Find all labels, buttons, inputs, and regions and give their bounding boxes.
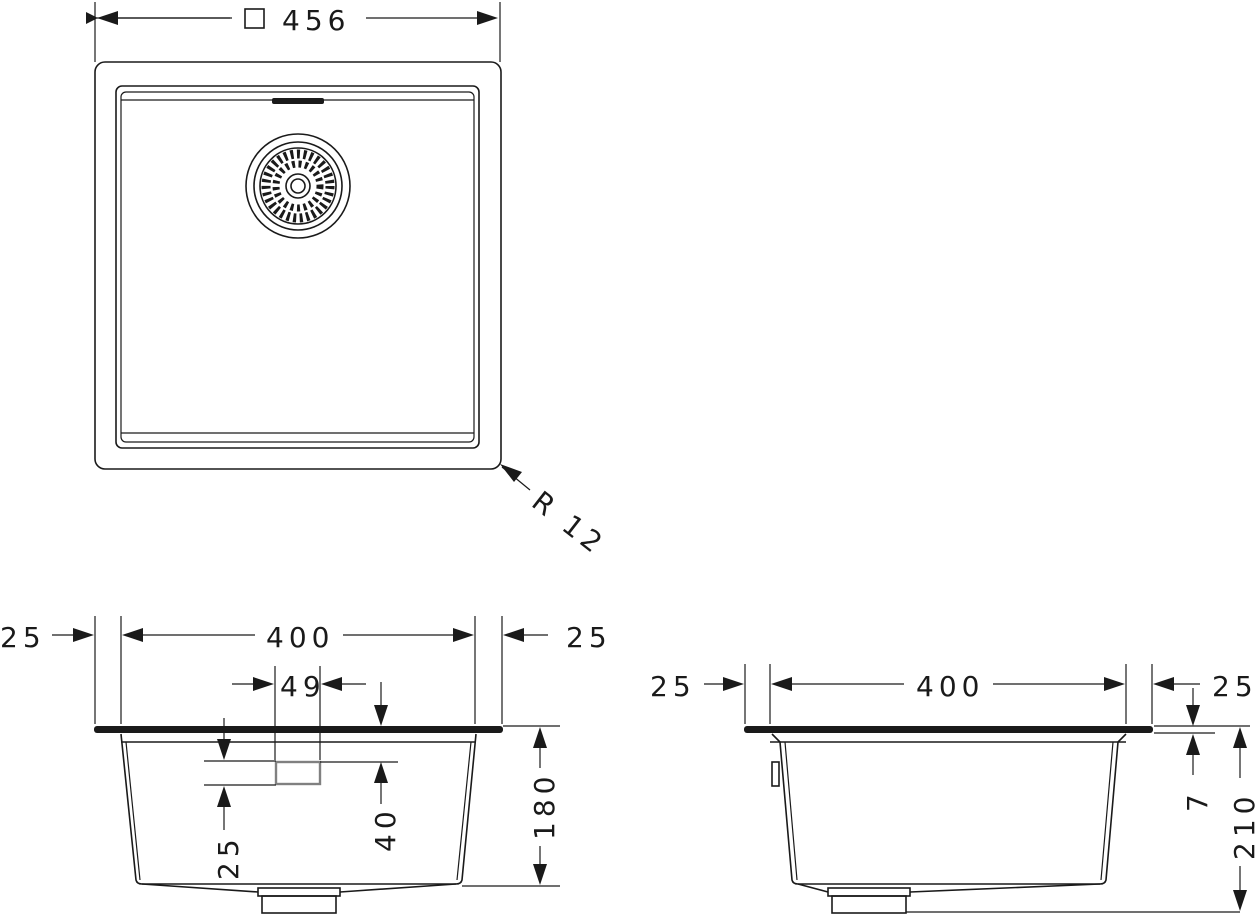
side-bowl (771, 733, 1127, 885)
side-overflow-stub (771, 761, 780, 787)
side-left-rim-label: 25 (650, 670, 696, 703)
overflow-width-label: 49 (280, 670, 326, 703)
radius-label: R 12 (526, 485, 612, 563)
side-rim (744, 726, 1153, 733)
bowl-outline (115, 85, 480, 449)
front-bowl (120, 733, 477, 885)
front-rim (94, 726, 503, 733)
side-view: 25 400 25 7 (650, 664, 1260, 914)
front-depth-label: 180 (528, 772, 561, 840)
front-right-rim-label: 25 (566, 621, 612, 654)
square-symbol (244, 8, 265, 29)
front-view: 25 400 25 49 (0, 616, 612, 914)
overflow-slot (272, 98, 324, 104)
drain-icon (245, 133, 351, 239)
top-width-label: 456 (282, 4, 350, 37)
sink-outer-rim (94, 61, 502, 470)
side-total-depth-label: 210 (1228, 792, 1260, 860)
side-drain-outlet (827, 887, 911, 897)
overflow-offset-label: 25 (212, 834, 245, 880)
overflow-height-label: 40 (369, 806, 402, 852)
rim-thickness-label: 7 (1181, 789, 1214, 812)
side-inner-width-label: 400 (916, 670, 984, 703)
overflow-box (274, 760, 322, 786)
front-drain-outlet (257, 887, 341, 897)
front-left-rim-label: 25 (0, 621, 46, 654)
top-view: 456 R 12 (86, 2, 612, 563)
front-inner-width-label: 400 (266, 621, 334, 654)
side-right-rim-label: 25 (1212, 670, 1258, 703)
